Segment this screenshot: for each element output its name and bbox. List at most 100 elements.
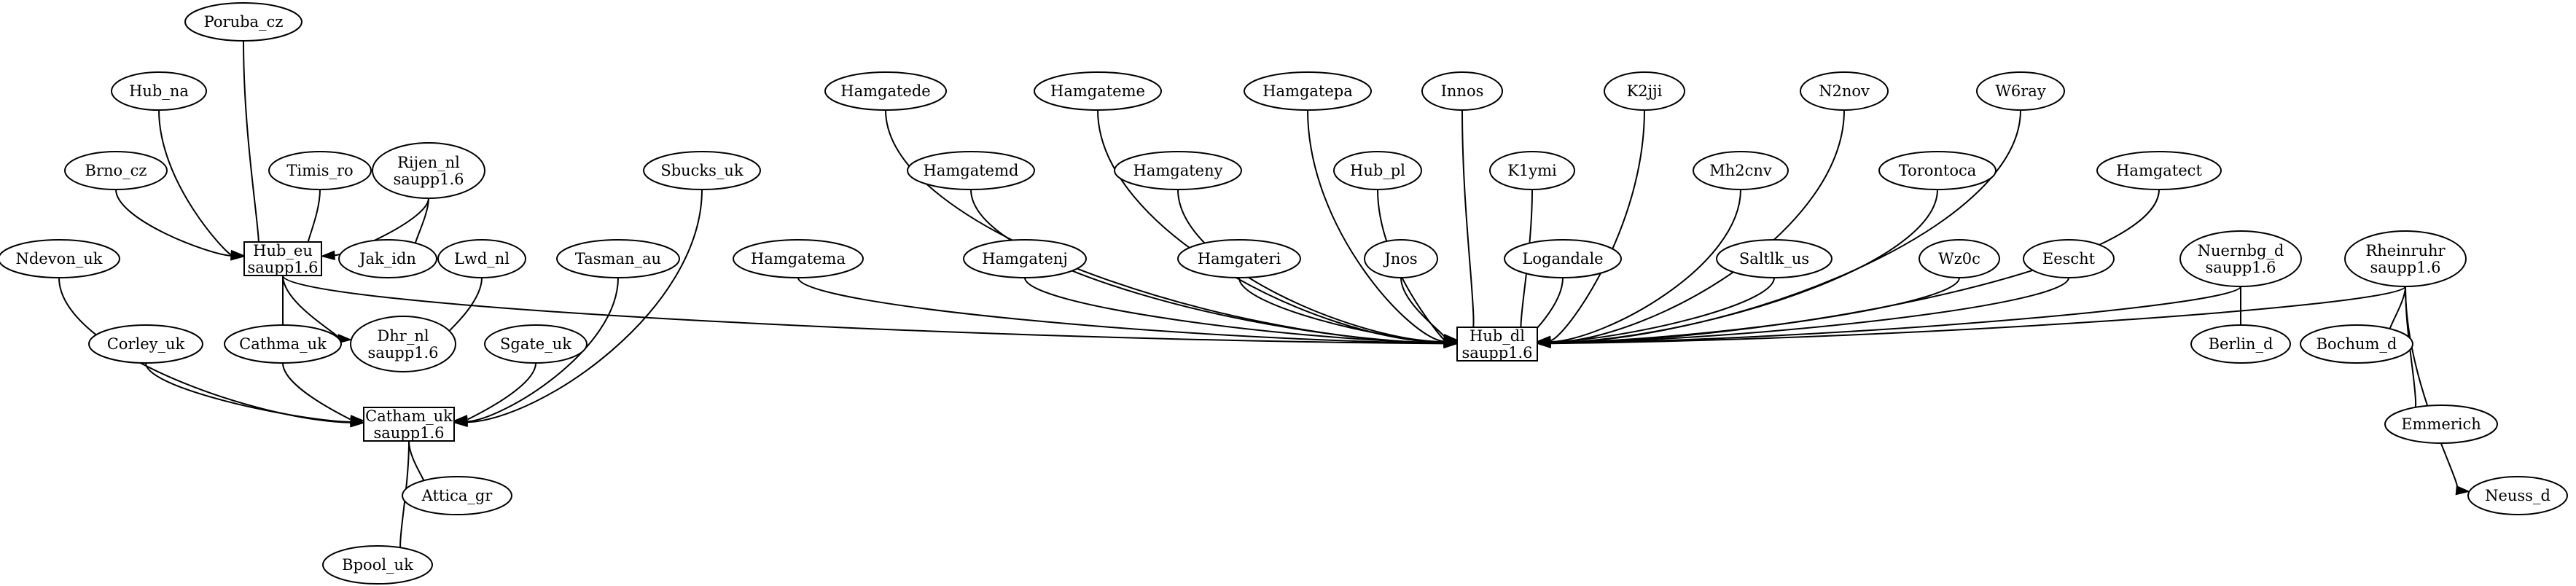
edge-k2jji-to-hub-dl xyxy=(1536,109,1645,345)
edge-poruba-cz-to-hub-eu xyxy=(243,40,260,257)
edge-line xyxy=(145,362,351,423)
node-emmerich: Emmerich xyxy=(2384,405,2498,444)
edge-line xyxy=(467,277,619,423)
node-hamgatede: Hamgatede xyxy=(824,71,947,111)
node-ellipse xyxy=(1421,71,1503,111)
node-ellipse xyxy=(268,151,372,190)
node-ellipse xyxy=(1489,151,1575,190)
node-label: Sgate_uk xyxy=(500,335,571,353)
node-ellipse xyxy=(733,239,864,278)
node-ellipse xyxy=(1034,71,1162,111)
node-sublabel: saupp1.6 xyxy=(2205,259,2276,276)
node-hub-na: Hub_na xyxy=(111,71,207,111)
edge-line xyxy=(1307,109,1445,343)
node-label: Timis_ro xyxy=(286,162,353,179)
node-tasman-au: Tasman_au xyxy=(556,239,680,278)
node-ellipse xyxy=(2023,239,2115,278)
edge-corley-uk-to-catham-uk xyxy=(145,362,365,427)
node-ellipse xyxy=(338,239,437,278)
node-box xyxy=(363,407,455,442)
node-ellipse xyxy=(0,239,120,278)
node-lwd-nl: Lwd_nl xyxy=(437,239,526,278)
node-sublabel: saupp1.6 xyxy=(1461,344,1532,362)
node-jak-idn: Jak_idn xyxy=(338,239,437,278)
node-ellipse xyxy=(1604,71,1685,111)
edge-line xyxy=(1550,277,1775,343)
node-hub-pl: Hub_pl xyxy=(1333,151,1422,190)
node-label: Neuss_d xyxy=(2485,487,2550,504)
node-sublabel: saupp1.6 xyxy=(2370,259,2440,276)
arrowhead xyxy=(320,250,335,260)
edge-line xyxy=(158,109,232,256)
node-ellipse xyxy=(88,324,203,364)
arrowhead xyxy=(2455,485,2471,496)
node-label: Hub_dl xyxy=(1470,327,1525,345)
node-label: W6ray xyxy=(1995,82,2046,100)
node-label: N2nov xyxy=(1819,82,1870,100)
node-label: Cathma_uk xyxy=(239,335,327,353)
node-label: Hub_na xyxy=(129,82,189,100)
node-label: Jnos xyxy=(1383,250,1417,267)
node-label: Logandale xyxy=(1522,250,1603,267)
node-hamgatepa: Hamgatepa xyxy=(1244,71,1372,111)
node-label: Hamgateri xyxy=(1198,250,1281,267)
node-ellipse xyxy=(484,324,588,364)
node-ellipse xyxy=(1976,71,2065,111)
edge-line xyxy=(1550,277,1960,344)
node-ellipse xyxy=(184,2,303,42)
edge-line xyxy=(467,189,703,423)
node-label: Ndevon_uk xyxy=(15,250,102,267)
node-hamgateny: Hamgateny xyxy=(1114,151,1242,190)
node-label: Poruba_cz xyxy=(204,13,284,31)
node-ellipse xyxy=(2384,405,2498,444)
node-label: Tasman_au xyxy=(575,250,661,267)
node-label: Hamgateny xyxy=(1133,162,1223,179)
node-hamgatect: Hamgatect xyxy=(2096,151,2222,190)
arrowhead xyxy=(350,415,365,425)
edge-line xyxy=(282,362,352,421)
node-ellipse xyxy=(322,545,433,585)
node-ellipse xyxy=(1919,239,2000,278)
edge-line xyxy=(282,275,1445,345)
node-ellipse xyxy=(111,71,207,111)
edge-line xyxy=(970,189,1445,344)
node-torontoca: Torontoca xyxy=(1878,151,1997,190)
node-ellipse xyxy=(1333,151,1422,190)
node-label: K1ymi xyxy=(1507,162,1557,179)
edge-line xyxy=(797,277,1445,344)
node-ellipse xyxy=(1244,71,1372,111)
edge-line xyxy=(1377,189,1445,341)
node-attica-gr: Attica_gr xyxy=(402,476,512,515)
node-box xyxy=(1456,327,1538,362)
node-label: Attica_gr xyxy=(421,487,493,504)
node-box xyxy=(243,241,322,276)
edge-innos-to-hub-dl xyxy=(1456,109,1475,342)
node-label: Bochum_d xyxy=(2317,335,2397,353)
node-innos: Innos xyxy=(1421,71,1503,111)
node-poruba-cz: Poruba_cz xyxy=(184,2,303,42)
edge-line xyxy=(1550,286,2406,345)
node-mh2cnv: Mh2cnv xyxy=(1693,151,1789,190)
edge-line xyxy=(885,109,1445,344)
node-label: Mh2cnv xyxy=(1709,162,1772,179)
node-logandale: Logandale xyxy=(1504,239,1622,278)
edge-line xyxy=(115,189,232,257)
arrowhead xyxy=(1536,338,1551,348)
node-ellipse xyxy=(2190,324,2291,364)
node-ellipse xyxy=(437,239,526,278)
node-sublabel: saupp1.6 xyxy=(247,259,318,276)
node-sublabel: saupp1.6 xyxy=(367,344,438,362)
node-hamgatenj: Hamgatenj xyxy=(963,239,1087,278)
node-sublabel: saupp1.6 xyxy=(373,424,444,442)
node-ellipse xyxy=(2179,230,2302,287)
node-label: Wz0c xyxy=(1938,250,1980,267)
edge-line xyxy=(1550,109,1645,342)
edge-line xyxy=(1550,109,1845,343)
edge-line xyxy=(1550,189,1741,343)
edge-line xyxy=(2405,286,2459,491)
node-label: Hamgatenj xyxy=(982,250,1068,267)
